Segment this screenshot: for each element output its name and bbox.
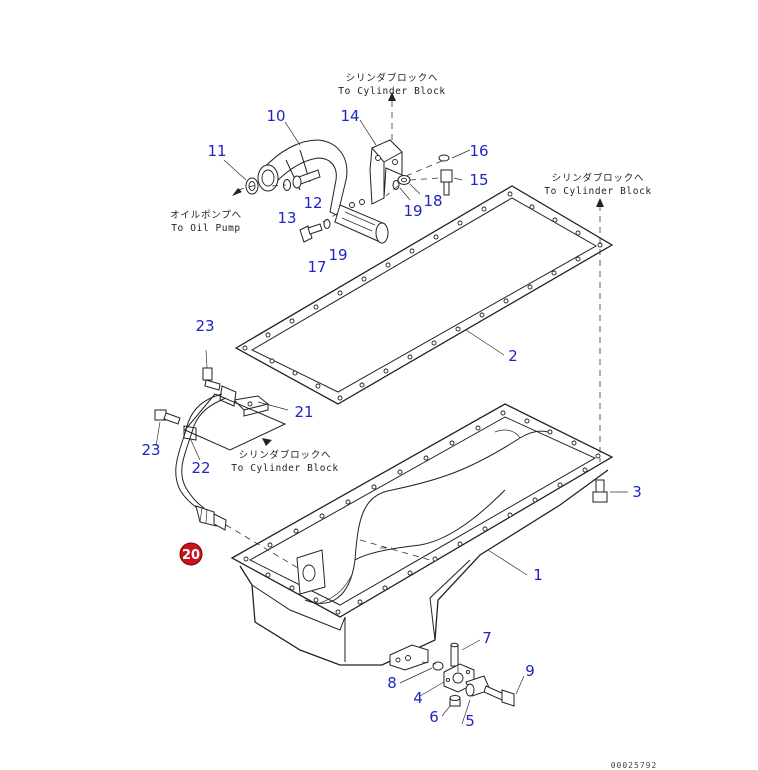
label-part-16[interactable]: 16 — [469, 142, 488, 160]
label-part-7[interactable]: 7 — [482, 629, 492, 647]
oil-pan-bolt-holes — [243, 410, 601, 615]
label-part-6[interactable]: 6 — [429, 708, 439, 726]
oil-level-sensor[interactable] — [195, 505, 227, 531]
label-part-18[interactable]: 18 — [423, 192, 442, 210]
label-part-9[interactable]: 9 — [525, 662, 535, 680]
leader-sheet — [184, 393, 287, 451]
label-part-22[interactable]: 22 — [191, 459, 210, 477]
label-part-11[interactable]: 11 — [207, 142, 226, 160]
label-part-5[interactable]: 5 — [465, 712, 475, 730]
note-cyl-block-1-en: To Cylinder Block — [338, 86, 445, 97]
bolt-15[interactable] — [440, 169, 453, 196]
drain-plug[interactable] — [449, 695, 461, 707]
sensor-connector[interactable] — [219, 385, 237, 407]
oil-pan-gasket[interactable] — [234, 185, 614, 405]
bracket[interactable] — [369, 139, 403, 205]
label-part-17[interactable]: 17 — [307, 258, 326, 276]
dowel-pin[interactable] — [450, 642, 459, 667]
note-cyl-block-1-jp: シリンダブロックへ — [346, 72, 439, 84]
sensor-cable-edge — [181, 397, 227, 509]
note-oil-pump-en: To Oil Pump — [171, 223, 241, 234]
note-cyl-block-3-jp: シリンダブロックへ — [239, 449, 332, 461]
sensor-bracket[interactable] — [232, 395, 270, 417]
badge-part-20[interactable]: 20 — [179, 542, 203, 566]
sensor-cable — [175, 393, 223, 511]
badge-circle — [179, 542, 203, 566]
arrows — [232, 92, 604, 446]
label-part-15[interactable]: 15 — [469, 171, 488, 189]
bolt-23-lower[interactable] — [154, 409, 181, 425]
washer-19-upper[interactable] — [392, 180, 400, 190]
bolt-17[interactable] — [299, 223, 323, 243]
label-part-13[interactable]: 13 — [277, 209, 296, 227]
label-part-3[interactable]: 3 — [632, 483, 642, 501]
bolt-12[interactable] — [292, 169, 321, 189]
bolt-23-upper[interactable] — [202, 367, 221, 391]
note-cyl-block-2-en: To Cylinder Block — [544, 186, 651, 197]
label-part-19b[interactable]: 19 — [328, 246, 347, 264]
label-part-1[interactable]: 1 — [533, 566, 543, 584]
drain-cover[interactable] — [443, 663, 475, 693]
label-part-8[interactable]: 8 — [387, 674, 397, 692]
label-part-14[interactable]: 14 — [340, 107, 359, 125]
oil-pan[interactable] — [230, 403, 614, 671]
bolt-9[interactable] — [483, 685, 515, 707]
washer-16[interactable] — [438, 154, 450, 162]
note-oil-pump-jp: オイルポンプへ — [170, 210, 242, 221]
note-cyl-block-3-en: To Cylinder Block — [231, 463, 338, 474]
o-ring-8[interactable] — [432, 661, 444, 671]
label-part-21[interactable]: 21 — [294, 403, 313, 421]
suction-pipe[interactable] — [257, 139, 389, 244]
label-part-19a[interactable]: 19 — [403, 202, 422, 220]
label-part-4[interactable]: 4 — [413, 689, 423, 707]
bolt-3[interactable] — [592, 479, 608, 503]
note-cyl-block-2-jp: シリンダブロックへ — [552, 172, 645, 184]
label-part-12[interactable]: 12 — [303, 194, 322, 212]
part-number-labels: 1 2 3 4 5 6 7 8 9 10 11 12 13 14 15 16 1… — [141, 107, 641, 730]
leader-lines — [155, 119, 628, 725]
label-part-2[interactable]: 2 — [508, 347, 518, 365]
label-part-23b[interactable]: 23 — [141, 441, 160, 459]
drawing-number: 00025792 — [611, 761, 658, 770]
washer-18-hole — [401, 177, 407, 183]
gasket-bolt-holes — [242, 191, 603, 401]
label-part-23a[interactable]: 23 — [195, 317, 214, 335]
label-part-10[interactable]: 10 — [266, 107, 285, 125]
badge-label: 20 — [182, 548, 200, 563]
